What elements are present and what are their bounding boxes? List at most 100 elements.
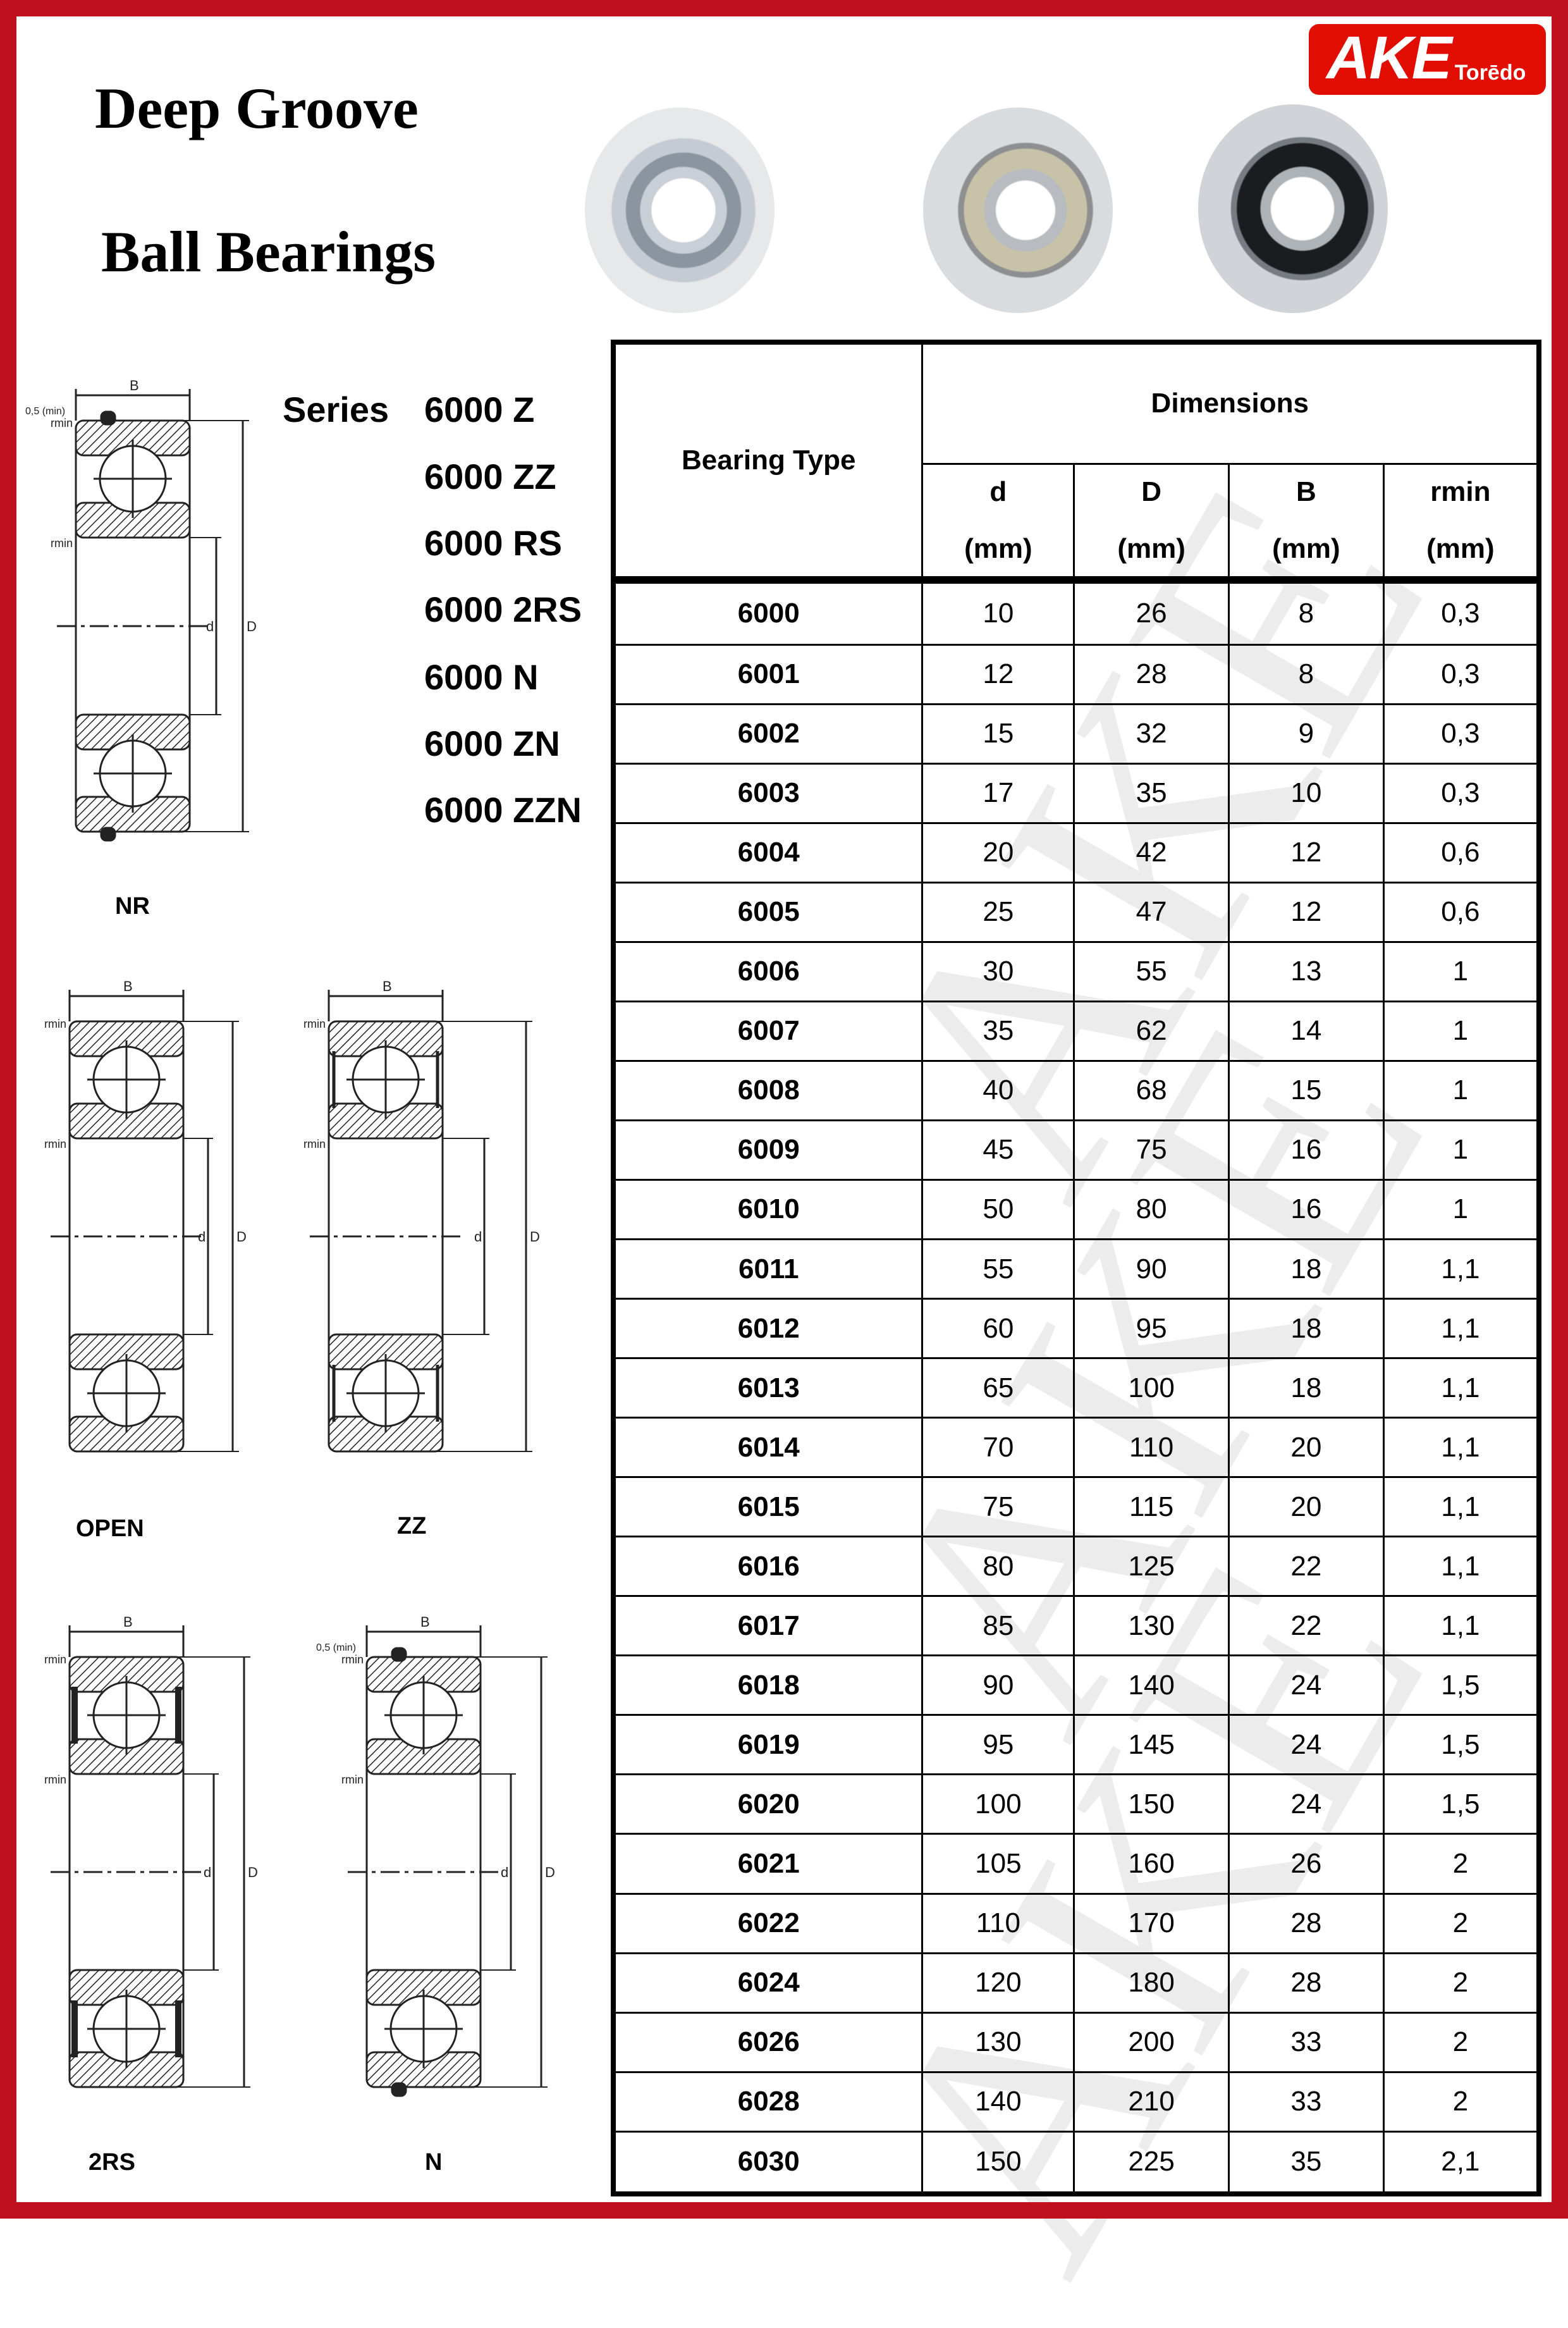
cell-rmin: 2: [1382, 2071, 1540, 2133]
cell-bore-d: 75: [921, 1476, 1075, 1538]
cell-bearing-type: 6006: [612, 940, 924, 1002]
dim-label-outer-d: D: [248, 1864, 258, 1880]
col-unit: (mm): [1117, 533, 1185, 564]
cell-bearing-type: 6022: [612, 1892, 924, 1954]
dim-label-b: B: [130, 378, 139, 393]
cell-rmin: 1: [1382, 1059, 1540, 1121]
dim-label-outer-d: D: [530, 1229, 540, 1245]
cell-rmin: 1,1: [1382, 1238, 1540, 1300]
cell-outer-d: 75: [1073, 1119, 1230, 1181]
cell-rmin: 1: [1382, 1119, 1540, 1181]
cell-width-b: 15: [1228, 1059, 1385, 1121]
dim-label-rmin: rmin: [341, 1653, 364, 1666]
sealed-bearing-image: [1198, 104, 1388, 313]
cell-outer-d: 210: [1073, 2071, 1230, 2133]
cell-rmin: 1: [1382, 940, 1540, 1002]
dim-label-b: B: [420, 1614, 430, 1630]
cell-rmin: 2,1: [1382, 2130, 1540, 2195]
cell-width-b: 14: [1228, 1000, 1385, 1062]
cell-rmin: 2: [1382, 2011, 1540, 2073]
cell-bearing-type: 6019: [612, 1714, 924, 1776]
cell-width-b: 24: [1228, 1654, 1385, 1716]
cell-width-b: 20: [1228, 1476, 1385, 1538]
cell-width-b: 22: [1228, 1536, 1385, 1598]
diagram-label-open: OPEN: [76, 1515, 144, 1542]
cell-width-b: 10: [1228, 762, 1385, 824]
col-symbol: D: [1141, 476, 1162, 507]
cell-bearing-type: 6008: [612, 1059, 924, 1121]
cell-outer-d: 145: [1073, 1714, 1230, 1776]
dim-label-b: B: [123, 978, 133, 994]
cell-rmin: 1,5: [1382, 1773, 1540, 1835]
cell-outer-d: 42: [1073, 822, 1230, 884]
cell-bearing-type: 6013: [612, 1357, 924, 1419]
cell-bearing-type: 6005: [612, 881, 924, 943]
cell-width-b: 28: [1228, 1892, 1385, 1954]
cell-width-b: 12: [1228, 881, 1385, 943]
cell-rmin: 0,3: [1382, 703, 1540, 765]
cell-bearing-type: 6030: [612, 2130, 924, 2195]
cell-outer-d: 200: [1073, 2011, 1230, 2073]
dim-label-rmin-inner: rmin: [341, 1773, 364, 1786]
cell-outer-d: 95: [1073, 1298, 1230, 1360]
diagram-label-n: N: [425, 2149, 443, 2176]
cell-bearing-type: 6010: [612, 1178, 924, 1241]
dim-label-rmin-inner: rmin: [44, 1138, 66, 1150]
cell-bore-d: 150: [921, 2130, 1075, 2195]
dim-label-rmin: rmin: [303, 1018, 326, 1030]
cell-width-b: 16: [1228, 1178, 1385, 1241]
cell-rmin: 2: [1382, 1952, 1540, 2014]
cell-bearing-type: 6012: [612, 1298, 924, 1360]
cell-width-b: 18: [1228, 1238, 1385, 1300]
header-dimensions: Dimensions: [921, 341, 1540, 465]
cell-bearing-type: 6000: [612, 576, 924, 646]
diagram-label-2rs: 2RS: [89, 2149, 135, 2176]
cell-rmin: 1,5: [1382, 1714, 1540, 1776]
cell-width-b: 33: [1228, 2071, 1385, 2133]
cell-outer-d: 180: [1073, 1952, 1230, 2014]
cell-rmin: 0,3: [1382, 762, 1540, 824]
cell-bore-d: 30: [921, 940, 1075, 1002]
cell-outer-d: 26: [1073, 576, 1230, 646]
cell-bearing-type: 6021: [612, 1833, 924, 1895]
dim-label-outer-d: D: [236, 1229, 247, 1245]
cell-outer-d: 55: [1073, 940, 1230, 1002]
dim-label-rmin-inner: rmin: [303, 1138, 326, 1150]
dim-label-b: B: [383, 978, 392, 994]
diagram-label-nr: NR: [115, 893, 150, 920]
dim-label-bore-d: d: [204, 1864, 211, 1880]
cell-bearing-type: 6014: [612, 1417, 924, 1479]
dim-label-outer-d: D: [545, 1864, 555, 1880]
series-item: 6000 ZZN: [424, 790, 582, 830]
cell-bore-d: 55: [921, 1238, 1075, 1300]
cell-outer-d: 130: [1073, 1595, 1230, 1657]
cell-bore-d: 140: [921, 2071, 1075, 2133]
cell-bore-d: 25: [921, 881, 1075, 943]
col-unit: (mm): [1272, 533, 1340, 564]
cell-bore-d: 15: [921, 703, 1075, 765]
dim-label-rmin: rmin: [51, 417, 73, 429]
header-col-d-outer: D (mm): [1073, 462, 1230, 581]
header-bearing-type: Bearing Type: [612, 341, 924, 581]
cell-outer-d: 68: [1073, 1059, 1230, 1121]
series-label: Series: [283, 390, 389, 429]
